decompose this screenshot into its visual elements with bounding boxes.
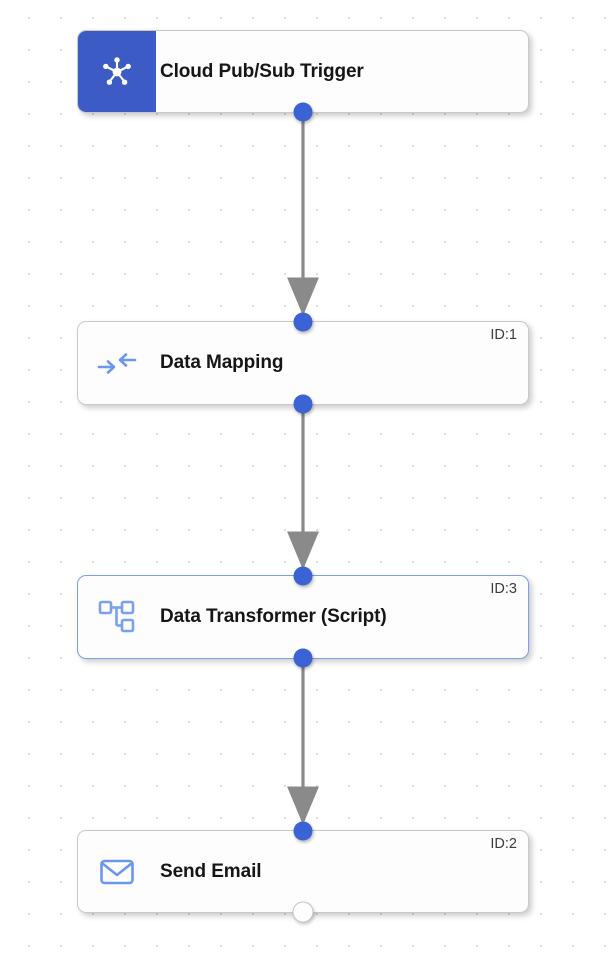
output-port[interactable]	[293, 648, 313, 668]
account-tree-icon	[78, 576, 156, 658]
input-port[interactable]	[293, 312, 313, 332]
output-port[interactable]	[293, 394, 313, 414]
input-port[interactable]	[293, 821, 313, 841]
output-port[interactable]	[293, 102, 313, 122]
node-id-badge: ID:1	[490, 327, 517, 343]
node-title: Data Transformer (Script)	[160, 606, 387, 627]
node-title: Data Mapping	[160, 352, 284, 373]
node-id-badge: ID:2	[490, 836, 517, 852]
node-id-badge: ID:3	[490, 581, 517, 597]
node-title: Cloud Pub/Sub Trigger	[160, 60, 364, 82]
output-port-unconnected[interactable]	[292, 901, 314, 923]
input-port[interactable]	[293, 566, 313, 586]
node-data-mapping[interactable]: Data Mapping ID:1	[77, 312, 529, 414]
envelope-icon	[78, 831, 156, 912]
pubsub-topology-icon	[78, 31, 156, 112]
node-send-email[interactable]: Send Email ID:2	[77, 821, 529, 923]
node-title: Send Email	[160, 860, 262, 882]
merge-arrows-icon	[78, 322, 156, 404]
node-cloud-pubsub-trigger[interactable]: Cloud Pub/Sub Trigger	[77, 30, 529, 122]
node-data-transformer-script[interactable]: Data Transformer (Script) ID:3	[77, 566, 529, 668]
